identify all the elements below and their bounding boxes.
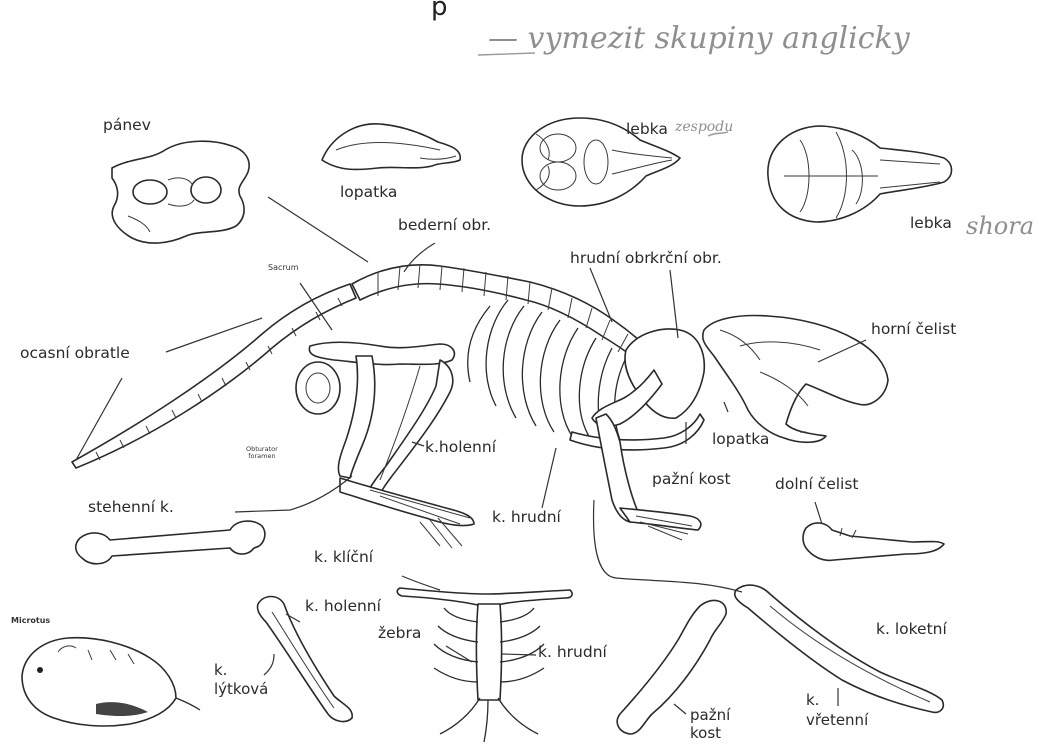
label-stehenni-k: stehenní k. bbox=[88, 500, 174, 516]
label-foramen: foramen bbox=[246, 453, 278, 460]
label-k-klicni: k. klíční bbox=[314, 550, 373, 566]
label-k-hrudni-main: k. hrudní bbox=[492, 510, 561, 526]
label-panev: pánev bbox=[103, 118, 151, 134]
sternum-clavicle-drawing bbox=[397, 588, 572, 742]
label-pazni-line2: kost bbox=[690, 724, 730, 742]
label-vretenni-line2: vřetenní bbox=[806, 710, 868, 730]
label-k-vretenni: k. vřetenní bbox=[806, 690, 868, 731]
label-obturator-foramen: Obturator foramen bbox=[246, 446, 278, 460]
pelvis-drawing bbox=[112, 141, 249, 243]
title-fragment: p bbox=[431, 0, 448, 20]
label-dolni-celist: dolní čelist bbox=[775, 477, 859, 493]
label-pazni-line1: pažní bbox=[690, 706, 730, 724]
label-microtus: Microtus bbox=[11, 617, 50, 626]
femur-drawing bbox=[76, 521, 265, 564]
label-bederni-obr: bederní obr. bbox=[398, 218, 491, 234]
main-skeleton-drawing bbox=[72, 264, 888, 548]
label-krcni-obr: krční obr. bbox=[650, 251, 722, 267]
label-k-hrudni-bottom: k. hrudní bbox=[538, 645, 607, 661]
mandible-drawing bbox=[803, 523, 944, 560]
label-lopatka-top: lopatka bbox=[340, 185, 397, 201]
label-hrudni-obr: hrudní obr. bbox=[570, 251, 654, 267]
label-k-holenni-bottom: k. holenní bbox=[305, 599, 381, 615]
label-lebka-top-view: lebka bbox=[910, 216, 952, 232]
label-pazni-kost-bottom: pažní kost bbox=[690, 706, 730, 742]
label-k-holenni-main: k.holenní bbox=[425, 440, 496, 456]
label-lytkova-line1: k. bbox=[214, 661, 268, 680]
handwritten-shora: shora bbox=[966, 214, 1034, 238]
label-vretenni-line1: k. bbox=[806, 690, 868, 710]
handwritten-zespodu: zespodu bbox=[675, 120, 733, 134]
label-k-lytkova: k. lýtková bbox=[214, 661, 268, 699]
handwritten-note: — vymezit skupiny anglicky bbox=[488, 24, 910, 54]
tibia-fibula-drawing bbox=[257, 597, 352, 722]
label-ocasni-obratle: ocasní obratle bbox=[20, 346, 130, 362]
label-lebka-bottom-view: lebka bbox=[626, 122, 668, 138]
label-pazni-kost-main: pažní kost bbox=[652, 472, 731, 488]
label-lytkova-line2: lýtková bbox=[214, 680, 268, 699]
label-k-loketni: k. loketní bbox=[876, 622, 947, 638]
label-zebra: žebra bbox=[378, 626, 421, 642]
label-sacrum: Sacrum bbox=[268, 264, 299, 273]
label-lopatka-main: lopatka bbox=[712, 432, 769, 448]
vole-drawing bbox=[22, 638, 200, 726]
scapula-drawing bbox=[322, 124, 460, 170]
skull-dorsal-drawing bbox=[768, 126, 952, 222]
label-horni-celist: horní čelist bbox=[871, 322, 956, 338]
